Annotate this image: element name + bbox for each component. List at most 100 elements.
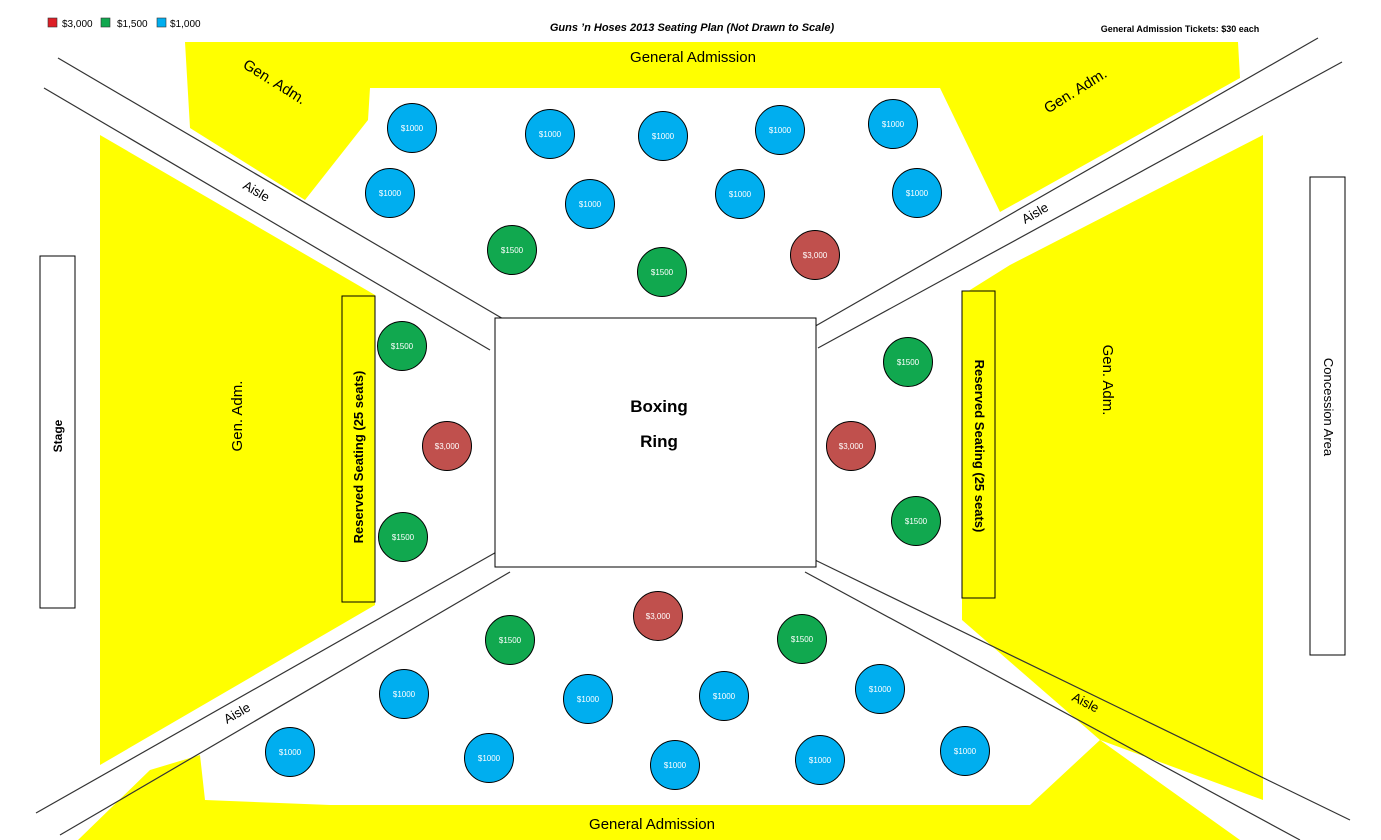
legend-swatch-1000 (156, 17, 167, 28)
table-circle (891, 496, 941, 546)
reserved-seating-left (341, 295, 376, 603)
general-admission-zones (78, 42, 1263, 840)
reserved-seating-right (961, 290, 996, 599)
table-1500: $1500 (377, 321, 427, 371)
table-1000: $1000 (755, 105, 805, 155)
table-price-label: $3,000 (435, 442, 460, 451)
table-circle (485, 615, 535, 665)
aisle-label: Aisle (221, 700, 253, 727)
ga-right-zone (962, 135, 1263, 800)
reserved-right-label: Reserved Seating (25 seats) (972, 360, 987, 533)
legend-label: $3,000 (62, 19, 93, 30)
table-1000: $1000 (715, 169, 765, 219)
table-price-label: $1500 (499, 636, 522, 645)
legend: $3,000 $1,500 $1,000 (47, 17, 201, 30)
table-circle (379, 669, 429, 719)
table-price-label: $1000 (539, 130, 562, 139)
reserved-left-label: Reserved Seating (25 seats) (351, 371, 366, 544)
table-1500: $1500 (378, 512, 428, 562)
aisle-line (804, 571, 1301, 840)
table-circle (826, 421, 876, 471)
table-circle (777, 614, 827, 664)
table-price-label: $1000 (664, 761, 687, 770)
ring-label-line2: Ring (640, 432, 678, 451)
table-circle (487, 225, 537, 275)
table-price-label: $1000 (478, 754, 501, 763)
concession-box (1309, 176, 1346, 656)
aisle-label: Aisle (1019, 200, 1051, 227)
table-circle (940, 726, 990, 776)
aisle-label: Aisle (241, 178, 273, 205)
table-price-label: $1000 (379, 189, 402, 198)
table-1000: $1000 (365, 168, 415, 218)
table-circle (855, 664, 905, 714)
table-1000: $1000 (563, 674, 613, 724)
stage-label: Stage (51, 419, 65, 452)
table-price-label: $3,000 (839, 442, 864, 451)
table-price-label: $1500 (905, 517, 928, 526)
table-circle (650, 740, 700, 790)
table-circle (638, 111, 688, 161)
table-circle (387, 103, 437, 153)
table-1500: $1500 (777, 614, 827, 664)
table-price-label: $1500 (651, 268, 674, 277)
table-price-label: $1500 (791, 635, 814, 644)
table-circle (883, 337, 933, 387)
table-circle (377, 321, 427, 371)
boxing-ring (494, 317, 817, 568)
ring-label-line1: Boxing (630, 397, 688, 416)
table-circle (868, 99, 918, 149)
legend-swatch-3000 (47, 17, 58, 28)
table-3000: $3,000 (422, 421, 472, 471)
table-price-label: $1000 (579, 200, 602, 209)
aisle-line (811, 37, 1319, 329)
table-1000: $1000 (940, 726, 990, 776)
ga-bottom-zone (78, 740, 1240, 840)
table-3000: $3,000 (633, 591, 683, 641)
table-price-label: $1000 (954, 747, 977, 756)
table-price-label: $3,000 (803, 251, 828, 260)
table-circle (464, 733, 514, 783)
ga-top-label: General Admission (630, 49, 756, 66)
table-circle (755, 105, 805, 155)
table-circle (790, 230, 840, 280)
table-1000: $1000 (795, 735, 845, 785)
ga-top-zone (185, 42, 1240, 212)
table-price-label: $1000 (809, 756, 832, 765)
table-1500: $1500 (891, 496, 941, 546)
table-1500: $1500 (485, 615, 535, 665)
plan-title: Guns ’n Hoses 2013 Seating Plan (Not Dra… (550, 22, 835, 34)
table-circle (525, 109, 575, 159)
table-1500: $1500 (883, 337, 933, 387)
table-price-label: $1000 (729, 190, 752, 199)
table-1000: $1000 (387, 103, 437, 153)
table-price-label: $1000 (393, 690, 416, 699)
table-1000: $1000 (868, 99, 918, 149)
table-price-label: $1000 (401, 124, 424, 133)
table-price-label: $3,000 (646, 612, 671, 621)
legend-swatch-1500 (100, 17, 111, 28)
ga-bottom-label: General Admission (589, 816, 715, 833)
table-circle (422, 421, 472, 471)
ga-right-label: Gen. Adm. (1099, 345, 1116, 416)
table-price-label: $1500 (391, 342, 414, 351)
ga-left-label: Gen. Adm. (229, 381, 246, 452)
table-price-label: $1000 (769, 126, 792, 135)
table-3000: $3,000 (826, 421, 876, 471)
aisle-line (35, 549, 501, 814)
table-price-label: $1500 (501, 246, 524, 255)
table-circle (365, 168, 415, 218)
table-circle (892, 168, 942, 218)
aisle-line (43, 87, 491, 351)
table-1000: $1000 (265, 727, 315, 777)
aisle-line (814, 559, 1351, 821)
table-3000: $3,000 (790, 230, 840, 280)
table-1000: $1000 (892, 168, 942, 218)
aisle-line (57, 57, 506, 321)
stage-box (39, 255, 76, 609)
table-circle (715, 169, 765, 219)
table-circle (637, 247, 687, 297)
aisle-lines (35, 37, 1351, 840)
table-1500: $1500 (637, 247, 687, 297)
table-1000: $1000 (379, 669, 429, 719)
